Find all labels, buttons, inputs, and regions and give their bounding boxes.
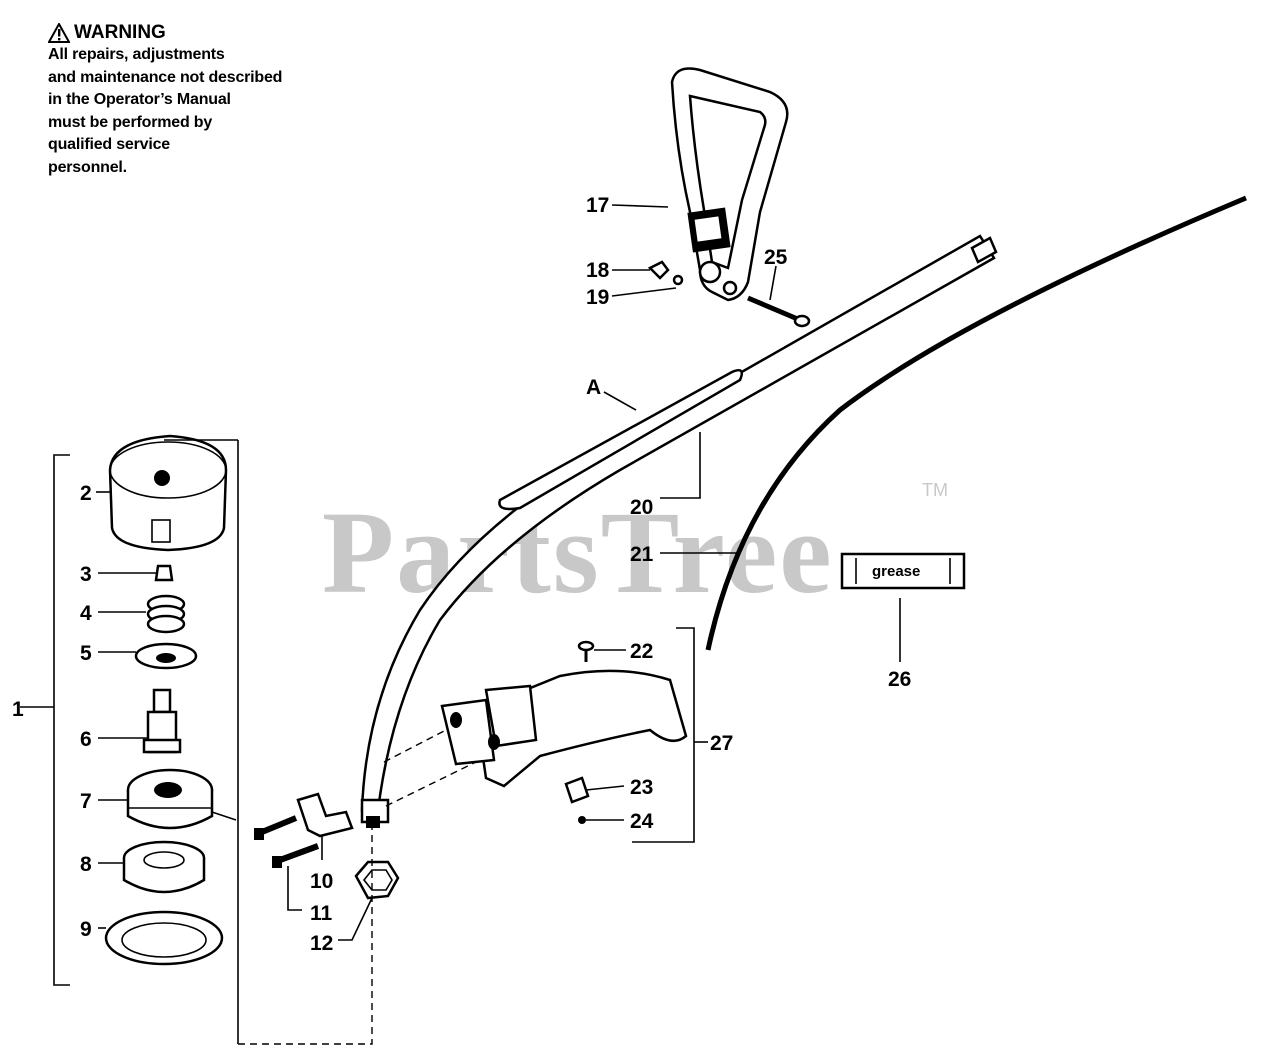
callout-9: 9 xyxy=(80,918,92,941)
shield-part xyxy=(440,669,688,788)
callout-18: 18 xyxy=(586,259,610,282)
spool-part xyxy=(126,768,237,830)
head-assembly-bracket xyxy=(20,454,70,986)
clip-3-part xyxy=(154,564,174,582)
callout-17: 17 xyxy=(586,194,609,217)
clamp-part xyxy=(296,792,354,838)
clamp-bolt-upper-part xyxy=(254,815,298,840)
callout-A: A xyxy=(586,376,601,399)
leader-lines xyxy=(96,204,901,941)
callout-24: 24 xyxy=(630,810,654,833)
warning-title: WARNING xyxy=(74,22,166,43)
screw-part xyxy=(577,640,595,662)
callout-7: 7 xyxy=(80,790,92,813)
callout-25: 25 xyxy=(764,246,788,269)
callout-19: 19 xyxy=(586,286,609,309)
callout-26: 26 xyxy=(888,668,911,691)
callout-2: 2 xyxy=(80,482,92,505)
callout-27: 27 xyxy=(710,732,733,755)
wing-nut-part xyxy=(647,260,670,280)
drive-shaft-tube-part xyxy=(360,234,998,824)
callout-21: 21 xyxy=(630,543,654,566)
watermark-trademark: TM xyxy=(922,480,948,500)
spool-hub-part xyxy=(142,688,182,754)
warning-triangle-icon xyxy=(48,23,70,43)
spring-part xyxy=(146,594,186,634)
clip-part xyxy=(564,776,590,804)
callout-5: 5 xyxy=(80,642,92,665)
callout-10: 10 xyxy=(310,870,333,893)
shaft-tip-part xyxy=(366,816,380,828)
grease-packet-part xyxy=(840,552,966,590)
callout-6: 6 xyxy=(80,728,92,751)
callout-20: 20 xyxy=(630,496,653,519)
callout-23: 23 xyxy=(630,776,653,799)
watermark-text: PartsTree xyxy=(322,487,834,618)
callout-22: 22 xyxy=(630,640,653,663)
handle-bolt-part xyxy=(747,295,811,328)
assembly-line xyxy=(385,761,477,807)
hex-nut-part xyxy=(354,860,400,900)
shield-bracket xyxy=(632,627,708,843)
dashed-bracket xyxy=(164,439,373,1045)
callout-11: 11 xyxy=(310,902,333,925)
outer-ring-part xyxy=(104,910,224,966)
callout-3: 3 xyxy=(80,563,92,586)
callout-4: 4 xyxy=(80,602,92,625)
callout-12: 12 xyxy=(310,932,333,955)
drive-cable-part xyxy=(705,195,1247,651)
warning-title-row: WARNING xyxy=(48,22,348,44)
callout-1: 1 xyxy=(12,698,24,721)
warning-line: personnel. xyxy=(48,158,127,176)
warning-line: qualified service xyxy=(48,136,170,153)
warning-line: and maintenance not described xyxy=(48,68,283,86)
clamp-bolt-lower-part xyxy=(272,843,320,868)
washer-part xyxy=(672,274,684,286)
warning-line: in the Operator’s Manual xyxy=(48,91,231,108)
spool-cover-part xyxy=(108,434,228,552)
warning-notice: WARNING All repairs, adjustments and mai… xyxy=(48,22,348,179)
spool-housing-part xyxy=(122,840,206,894)
warning-line: must be performed by xyxy=(48,113,213,131)
callout-8: 8 xyxy=(80,853,92,876)
retainer-cup-part xyxy=(134,642,198,670)
handle-part xyxy=(670,67,789,302)
grease-label: grease xyxy=(872,563,920,580)
warning-line: All repairs, adjustments xyxy=(48,46,225,63)
nut-part xyxy=(578,816,586,824)
